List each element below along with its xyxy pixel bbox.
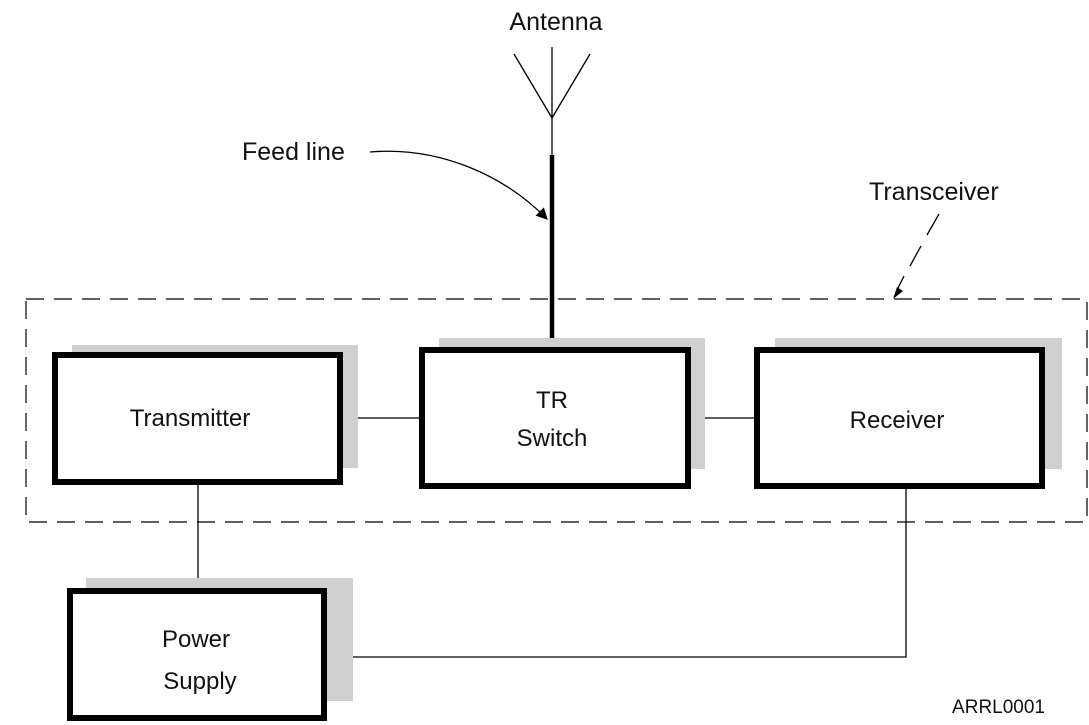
transceiver-label: Transceiver [869,178,999,206]
feed-line-pointer [369,150,548,220]
transmitter-label: Transmitter [130,405,250,432]
receiver-label: Receiver [850,407,945,434]
power-supply-block: Power Supply [67,578,353,721]
tr-switch-label-line1: TR [536,387,568,414]
antenna-label: Antenna [509,8,602,36]
antenna-icon [513,47,591,155]
transmitter-block: Transmitter [52,345,358,485]
wire-rx-to-power [324,485,907,658]
figure-id: ARRL0001 [952,697,1045,718]
tr-switch-block: TR Switch [419,338,705,489]
feed-line-label: Feed line [242,138,345,166]
power-supply-label-line2: Supply [163,668,236,695]
receiver-block: Receiver [754,338,1062,489]
tr-switch-label-line2: Switch [517,425,588,452]
transceiver-pointer [895,213,940,293]
power-supply-label-line1: Power [162,626,230,653]
